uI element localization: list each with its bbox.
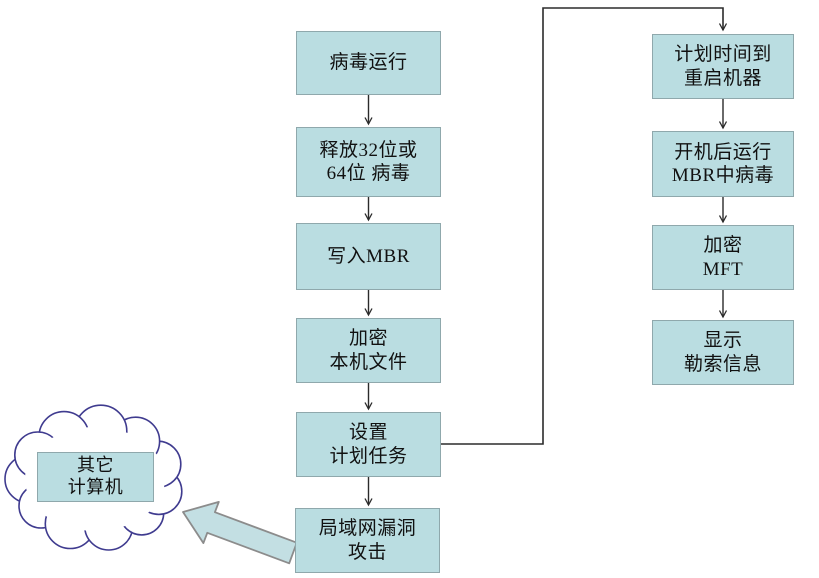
virus-run-box: 病毒运行 [296,31,441,95]
drop-virus-box: 释放32位或 64位 病毒 [296,127,441,197]
other-computers-box: 其它 计算机 [37,452,154,502]
run-mbr-virus-box: 开机后运行 MBR中病毒 [652,131,794,197]
reboot-machine-box: 计划时间到 重启机器 [652,34,794,99]
schedule-task-box: 设置 计划任务 [296,412,441,477]
encrypt-mft-box: 加密 MFT [652,225,794,290]
lan-attack-to-cloud-arrow [182,500,298,565]
lan-attack-box: 局域网漏洞 攻击 [295,508,440,573]
write-mbr-box: 写入MBR [296,223,441,290]
schedule-to-reboot-connector [441,7,728,445]
ransom-note-box: 显示 勒索信息 [652,320,794,385]
encrypt-files-box: 加密 本机文件 [296,318,441,383]
